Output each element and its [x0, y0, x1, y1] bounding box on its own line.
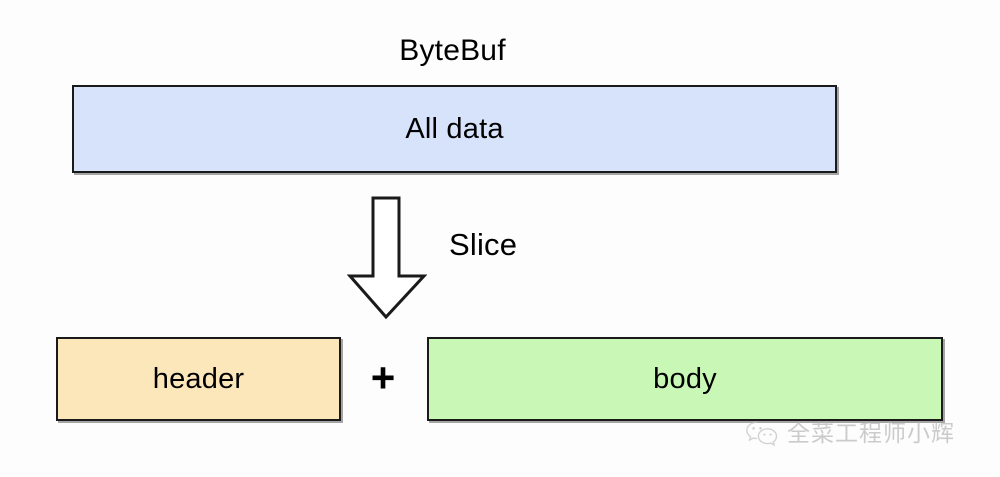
page-title: ByteBuf: [399, 34, 506, 67]
bytebuf-all-data-box: All data: [72, 85, 837, 173]
all-data-label: All data: [405, 112, 504, 145]
watermark-text: 全菜工程师小辉: [787, 421, 955, 447]
body-label: body: [653, 362, 717, 395]
header-label: header: [152, 362, 245, 395]
wechat-icon: [745, 420, 779, 448]
slice-operation-label: Slice: [449, 227, 518, 262]
header-part-box: header: [56, 337, 341, 421]
watermark: 全菜工程师小辉: [745, 417, 955, 451]
body-part-box: body: [427, 337, 943, 421]
arrow-down-icon: [347, 196, 427, 320]
plus-operator: +: [370, 354, 396, 401]
